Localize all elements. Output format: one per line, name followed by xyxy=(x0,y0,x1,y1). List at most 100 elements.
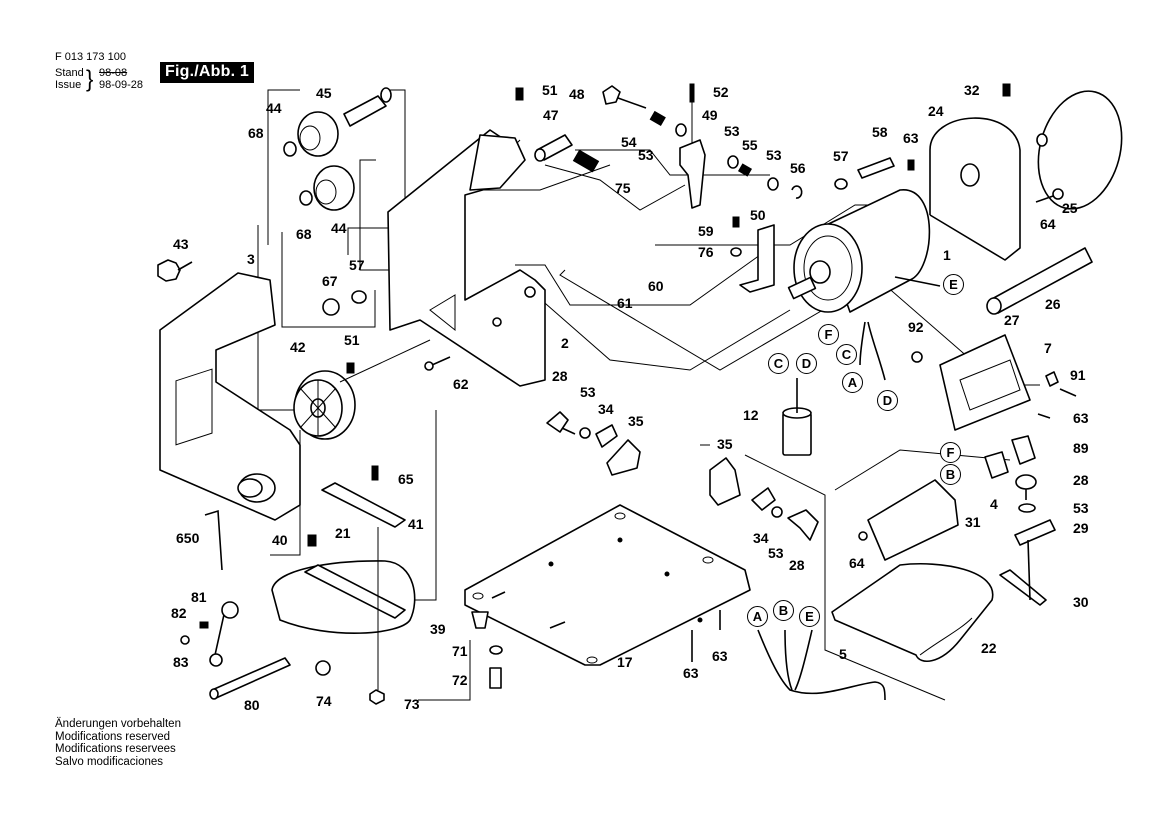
part-screw-62 xyxy=(424,356,451,371)
callout-34: 34 xyxy=(598,401,614,417)
callout-7: 7 xyxy=(1044,340,1052,356)
notice-line-de: Änderungen vorbehalten xyxy=(55,718,181,730)
callout-39: 39 xyxy=(430,621,446,637)
callout-53: 53 xyxy=(638,147,654,163)
part-round-table xyxy=(271,465,416,705)
wire-marker-D: D xyxy=(796,353,817,374)
callout-41: 41 xyxy=(408,516,424,532)
callout-74: 74 xyxy=(316,693,332,709)
part-capacitor xyxy=(782,378,812,456)
callout-56: 56 xyxy=(790,160,806,176)
wire-marker-E: E xyxy=(943,274,964,295)
part-right-stop xyxy=(999,474,1056,606)
callout-45: 45 xyxy=(316,85,332,101)
wire-marker-C: C xyxy=(768,353,789,374)
callout-40: 40 xyxy=(272,532,288,548)
callout-44: 44 xyxy=(266,100,282,116)
part-clamp-lever xyxy=(180,601,331,700)
callout-57: 57 xyxy=(833,148,849,164)
callout-28: 28 xyxy=(552,368,568,384)
brace-glyph: } xyxy=(86,65,94,92)
callout-17: 17 xyxy=(617,654,633,670)
part-tube-26 xyxy=(986,247,1093,315)
callout-34: 34 xyxy=(753,530,769,546)
wire-marker-F: F xyxy=(818,324,839,345)
part-base-plate xyxy=(464,504,751,689)
callout-81: 81 xyxy=(191,589,207,605)
callout-64: 64 xyxy=(1040,216,1056,232)
callout-63: 63 xyxy=(683,665,699,681)
callout-60: 60 xyxy=(648,278,664,294)
part-tension-assembly xyxy=(515,83,803,209)
callout-92: 92 xyxy=(908,319,924,335)
callout-63: 63 xyxy=(712,648,728,664)
callout-57: 57 xyxy=(349,257,365,273)
callout-53: 53 xyxy=(766,147,782,163)
callout-48: 48 xyxy=(569,86,585,102)
notice-line-es: Salvo modificaciones xyxy=(55,755,164,768)
callout-43: 43 xyxy=(173,236,189,252)
callout-65: 65 xyxy=(398,471,414,487)
stand-label: Stand xyxy=(55,67,84,79)
callout-58: 58 xyxy=(872,124,888,140)
callout-63: 63 xyxy=(903,130,919,146)
callout-2: 2 xyxy=(561,335,569,351)
part-table-bracket xyxy=(858,479,959,561)
figure-label: Fig./Abb. 1 xyxy=(160,62,254,83)
callout-31: 31 xyxy=(965,514,981,530)
callout-5: 5 xyxy=(839,646,847,662)
callout-53: 53 xyxy=(724,123,740,139)
callout-25: 25 xyxy=(1062,200,1078,216)
issue-label: Issue xyxy=(55,79,82,91)
notice-line-fr: Modifications reservees xyxy=(55,743,176,755)
issue-date: 98-09-28 xyxy=(99,79,144,91)
part-power-cord xyxy=(757,629,886,701)
callout-76: 76 xyxy=(698,244,714,260)
callout-12: 12 xyxy=(743,407,759,423)
modifications-notice: Änderungen vorbehalten Modifications res… xyxy=(55,718,181,768)
callout-67: 67 xyxy=(322,273,338,289)
wire-marker-B: B xyxy=(940,464,961,485)
part-hex-key xyxy=(204,509,223,571)
callout-22: 22 xyxy=(981,640,997,656)
part-motor-fasteners xyxy=(834,157,915,190)
callout-26: 26 xyxy=(1045,296,1061,312)
callout-27: 27 xyxy=(1004,312,1020,328)
callout-49: 49 xyxy=(702,107,718,123)
part-wheel-42 xyxy=(293,339,431,440)
wire-marker-A: A xyxy=(747,606,768,627)
callout-82: 82 xyxy=(171,605,187,621)
callout-68: 68 xyxy=(248,125,264,141)
callout-61: 61 xyxy=(617,295,633,311)
callout-73: 73 xyxy=(404,696,420,712)
callout-24: 24 xyxy=(928,103,944,119)
part-table-22 xyxy=(831,562,994,663)
callout-68: 68 xyxy=(296,226,312,242)
assembly-guide-lines xyxy=(257,89,1040,701)
callout-53: 53 xyxy=(768,545,784,561)
part-nut-washer xyxy=(322,290,367,316)
part-switch-housing xyxy=(911,334,1077,431)
callout-35: 35 xyxy=(628,413,644,429)
wire-marker-C: C xyxy=(836,344,857,365)
document-number: F 013 173 100 xyxy=(55,51,126,63)
callout-54: 54 xyxy=(621,134,637,150)
callout-80: 80 xyxy=(244,697,260,713)
callout-89: 89 xyxy=(1073,440,1089,456)
wire-marker-B: B xyxy=(773,600,794,621)
callout-64: 64 xyxy=(849,555,865,571)
part-knob-43 xyxy=(157,259,193,282)
callout-72: 72 xyxy=(452,672,468,688)
callout-53: 53 xyxy=(1073,500,1089,516)
callout-47: 47 xyxy=(543,107,559,123)
callout-52: 52 xyxy=(713,84,729,100)
callout-44: 44 xyxy=(331,220,347,236)
wire-marker-A: A xyxy=(842,372,863,393)
part-drive-wheels xyxy=(283,87,392,211)
callout-30: 30 xyxy=(1073,594,1089,610)
callout-51: 51 xyxy=(542,82,558,98)
part-bracket-50 xyxy=(730,216,775,293)
callout-50: 50 xyxy=(750,207,766,223)
notice-line-en: Modifications reserved xyxy=(55,730,171,743)
part-motor-end-cover xyxy=(929,83,1123,261)
